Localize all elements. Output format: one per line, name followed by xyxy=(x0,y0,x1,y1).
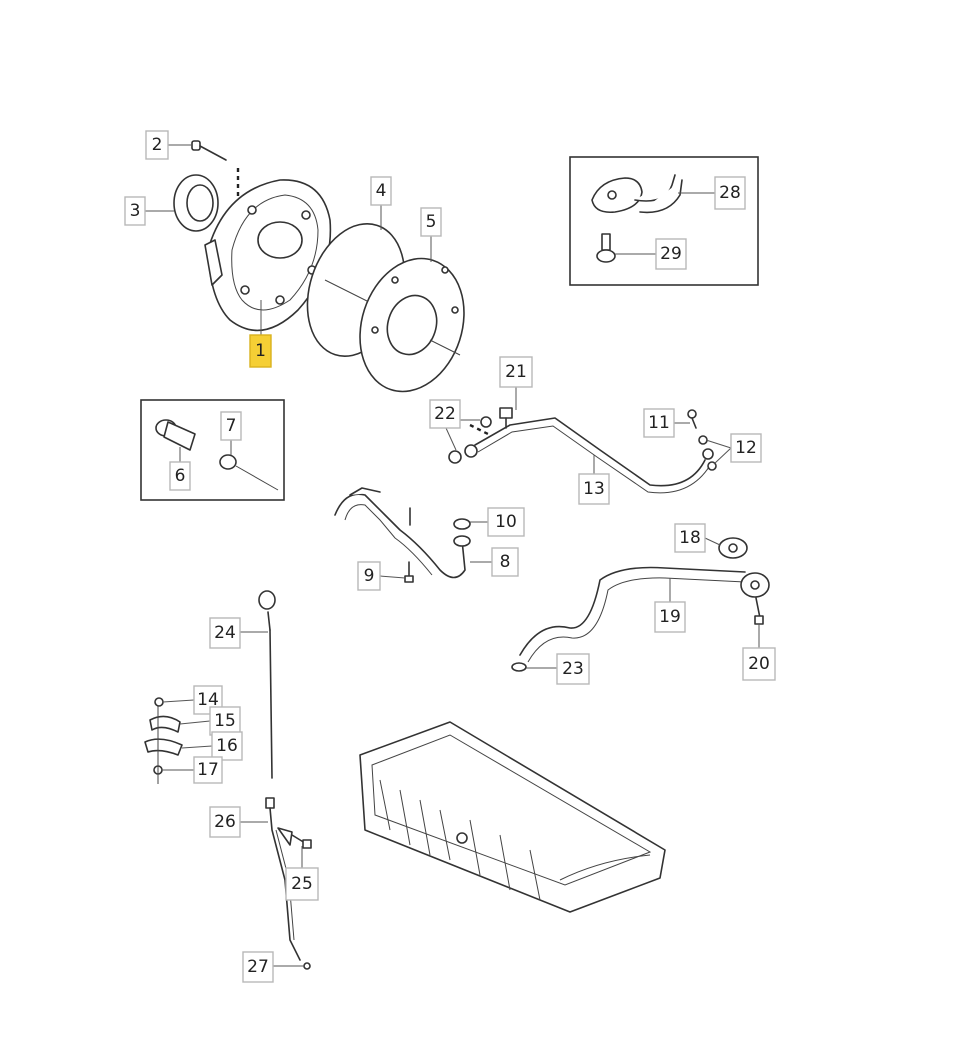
svg-text:3: 3 xyxy=(130,201,141,221)
callout-28[interactable]: 28 xyxy=(714,176,746,210)
callout-11[interactable]: 11 xyxy=(643,408,675,438)
svg-text:11: 11 xyxy=(648,413,670,433)
callout-8[interactable]: 8 xyxy=(491,547,519,577)
bolt-part-11[interactable] xyxy=(687,409,697,429)
svg-text:1: 1 xyxy=(255,341,266,361)
svg-text:29: 29 xyxy=(660,244,682,264)
svg-text:4: 4 xyxy=(376,181,387,201)
oil-pan[interactable] xyxy=(359,721,666,913)
washers-part-22[interactable] xyxy=(448,416,492,464)
svg-text:25: 25 xyxy=(291,874,313,894)
svg-text:22: 22 xyxy=(434,404,456,424)
svg-text:14: 14 xyxy=(197,690,219,710)
callout-25[interactable]: 25 xyxy=(285,867,319,901)
svg-text:20: 20 xyxy=(748,654,770,674)
svg-text:15: 15 xyxy=(214,711,236,731)
callout-19[interactable]: 19 xyxy=(654,601,686,633)
callout-20[interactable]: 20 xyxy=(742,647,776,681)
callout-2[interactable]: 2 xyxy=(145,130,169,160)
callout-3[interactable]: 3 xyxy=(124,196,146,226)
svg-text:6: 6 xyxy=(175,466,186,486)
dipstick-part-24[interactable] xyxy=(258,590,276,779)
svg-text:7: 7 xyxy=(226,416,237,436)
svg-text:9: 9 xyxy=(364,566,375,586)
callout-27[interactable]: 27 xyxy=(242,951,274,983)
bolt-part-2[interactable] xyxy=(191,140,240,196)
o-ring-part-23[interactable] xyxy=(511,662,527,672)
svg-text:16: 16 xyxy=(216,736,238,756)
callout-9[interactable]: 9 xyxy=(357,561,381,591)
svg-text:18: 18 xyxy=(679,528,701,548)
banjo-bolt-part-21[interactable] xyxy=(499,407,513,429)
callout-26[interactable]: 26 xyxy=(209,806,241,838)
bolt-part-9[interactable] xyxy=(404,507,414,583)
svg-text:5: 5 xyxy=(426,212,437,232)
o-ring-part-27[interactable] xyxy=(303,962,311,970)
callout-5[interactable]: 5 xyxy=(420,207,442,237)
callout-15[interactable]: 15 xyxy=(209,706,241,736)
svg-text:8: 8 xyxy=(500,552,511,572)
callout-7[interactable]: 7 xyxy=(220,411,242,441)
gasket-part-10[interactable] xyxy=(453,518,471,530)
svg-text:2: 2 xyxy=(152,135,163,155)
svg-text:13: 13 xyxy=(583,479,605,499)
pickup-pipe-part-8[interactable] xyxy=(334,487,471,579)
clip-part-15[interactable] xyxy=(149,715,181,733)
bolt-part-14[interactable] xyxy=(154,697,164,707)
callout-4[interactable]: 4 xyxy=(370,176,392,206)
oil-pipe-part-13[interactable] xyxy=(464,417,714,494)
nut-part-17[interactable] xyxy=(153,706,163,784)
callout-21[interactable]: 21 xyxy=(499,356,533,388)
svg-text:10: 10 xyxy=(495,512,517,532)
callout-1[interactable]: 1 xyxy=(249,334,272,368)
svg-text:26: 26 xyxy=(214,812,236,832)
svg-text:17: 17 xyxy=(197,760,219,780)
callout-18[interactable]: 18 xyxy=(674,523,706,553)
inset-box-28-29 xyxy=(569,156,759,286)
bolt-part-25[interactable] xyxy=(277,827,312,849)
leader-lines xyxy=(144,144,760,967)
gasket-plate-part-5[interactable] xyxy=(343,245,480,405)
front-cover-part-1[interactable] xyxy=(204,179,332,332)
clip-part-16[interactable] xyxy=(144,738,183,756)
inset-box-6-7 xyxy=(140,399,285,501)
callout-29[interactable]: 29 xyxy=(655,238,687,270)
return-pipe-part-19[interactable] xyxy=(519,566,770,663)
bolt-part-20[interactable] xyxy=(754,597,764,625)
svg-text:24: 24 xyxy=(214,623,236,643)
seal-ring-part-3[interactable] xyxy=(173,174,219,232)
svg-text:23: 23 xyxy=(562,659,584,679)
callout-12[interactable]: 12 xyxy=(730,433,762,463)
gasket-part-18[interactable] xyxy=(718,537,748,559)
callout-13[interactable]: 13 xyxy=(578,473,610,505)
callout-10[interactable]: 10 xyxy=(487,507,525,537)
callout-23[interactable]: 23 xyxy=(556,653,590,685)
svg-text:19: 19 xyxy=(659,607,681,627)
svg-text:12: 12 xyxy=(735,438,757,458)
svg-text:28: 28 xyxy=(719,183,741,203)
svg-text:27: 27 xyxy=(247,957,269,977)
callout-22[interactable]: 22 xyxy=(429,399,461,429)
callout-24[interactable]: 24 xyxy=(209,617,241,649)
callout-16[interactable]: 16 xyxy=(211,731,243,761)
svg-text:21: 21 xyxy=(505,362,527,382)
callout-6[interactable]: 6 xyxy=(169,461,191,491)
callout-17[interactable]: 17 xyxy=(193,756,223,784)
